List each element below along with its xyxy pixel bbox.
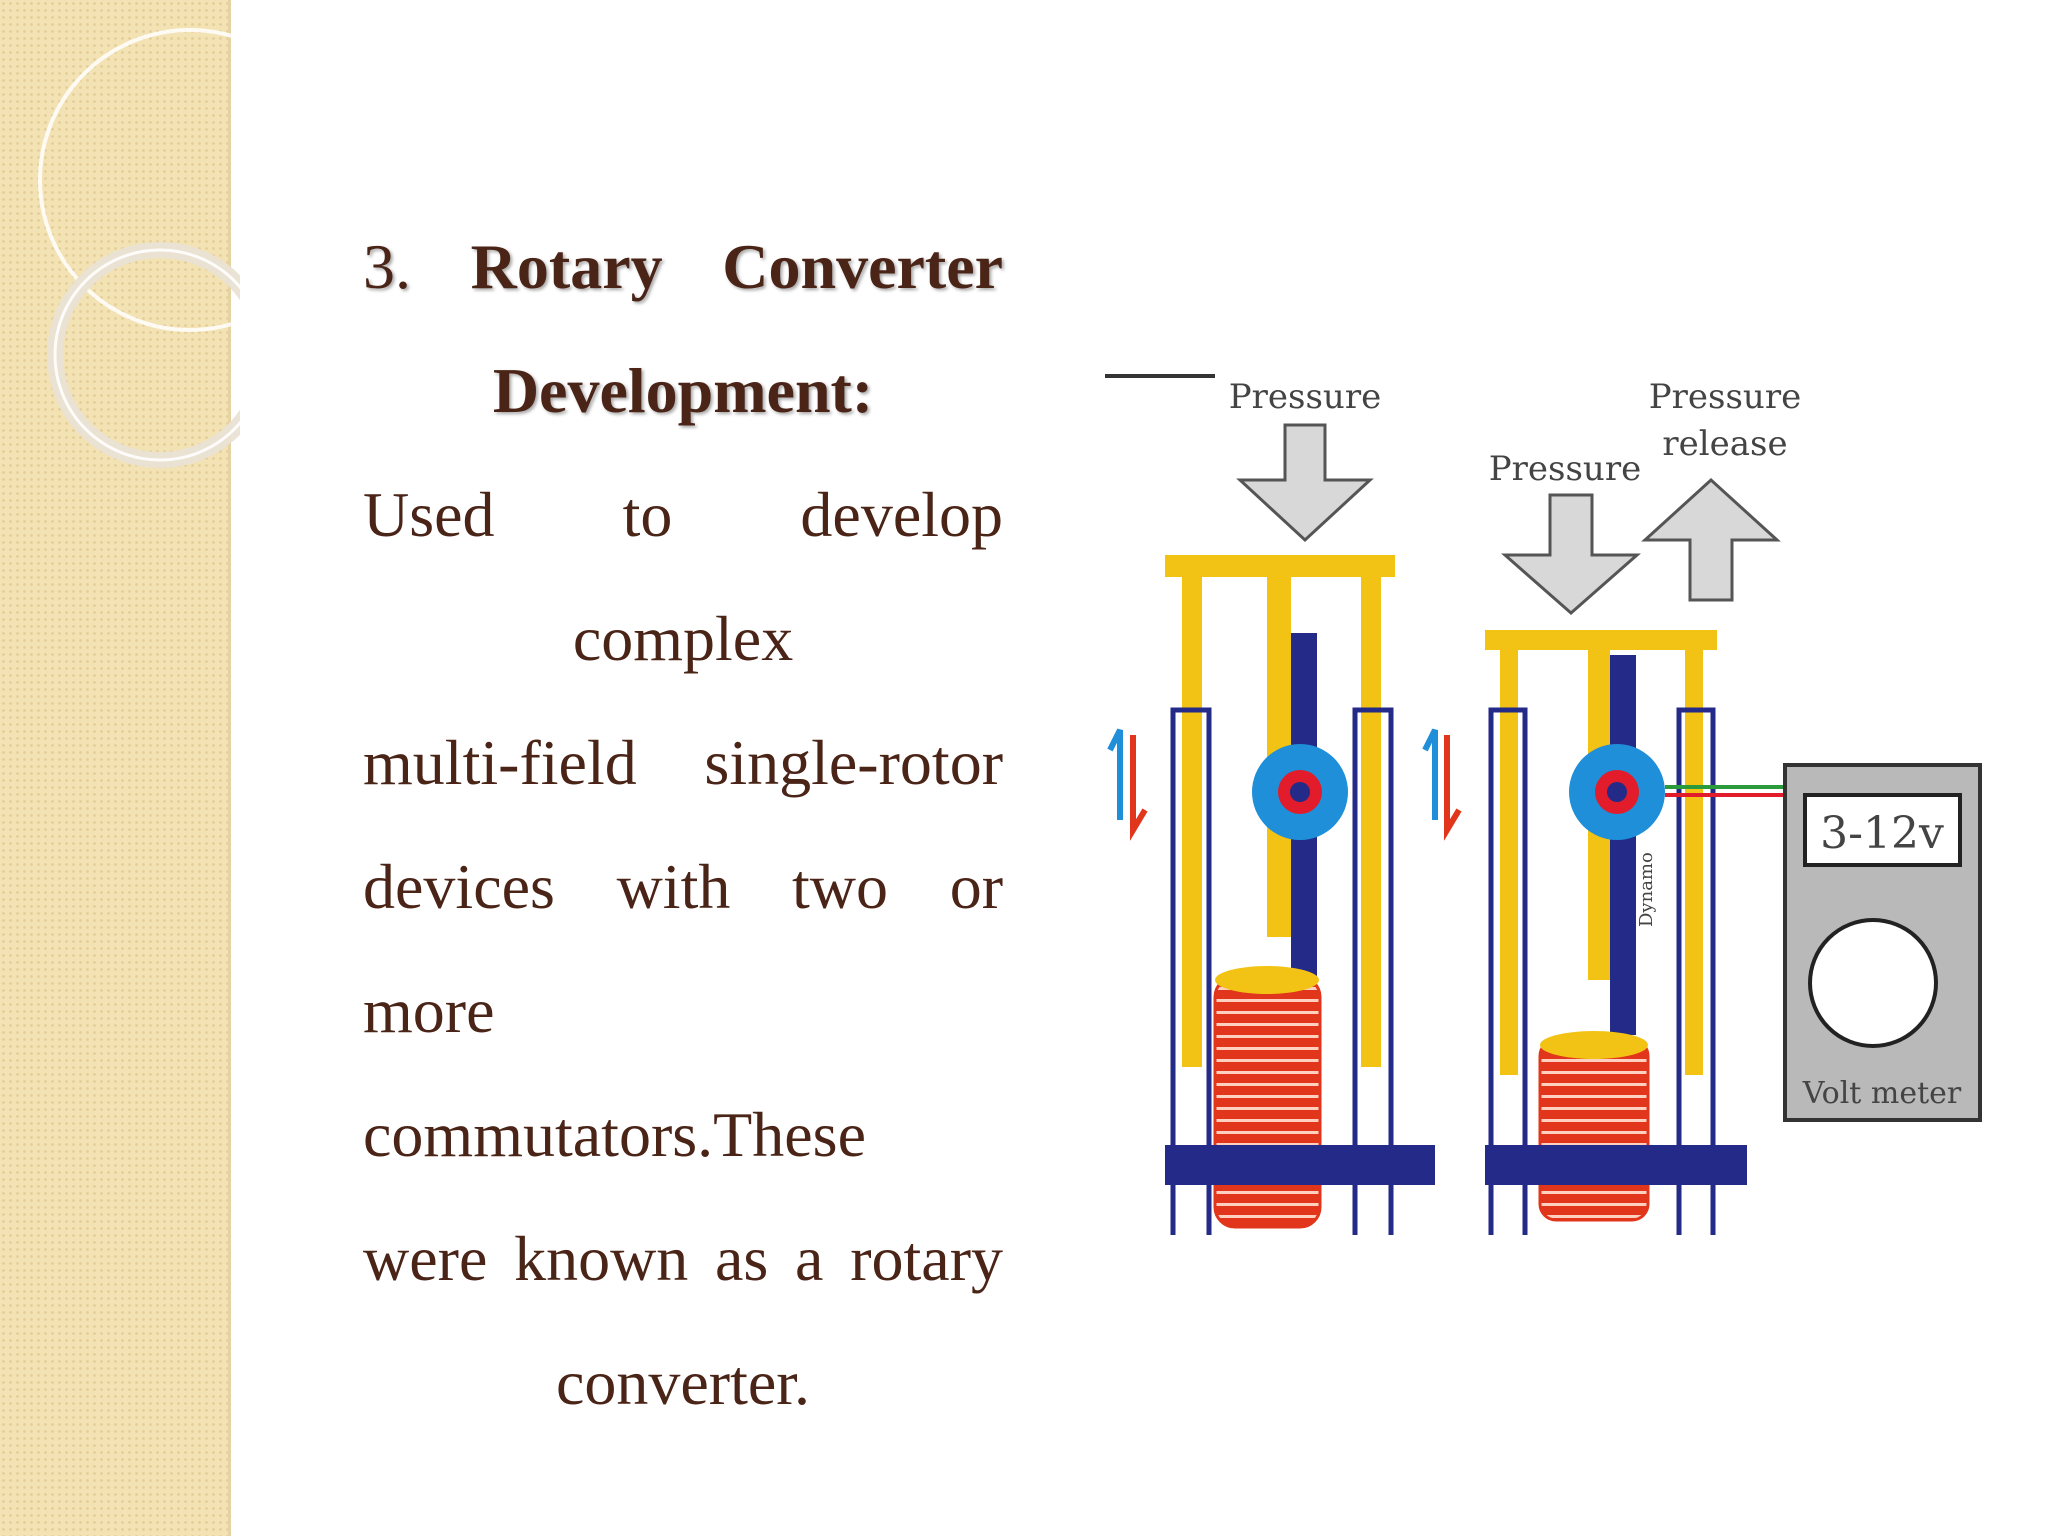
decorative-rings [38, 28, 240, 468]
body-line-7: were known as a rotary [363, 1223, 1003, 1294]
dynamo-label: Dynamo [1636, 852, 1657, 927]
pressure-release-label-line2: release [1662, 424, 1787, 464]
pressure-release-up-arrow [1641, 477, 1781, 602]
title-word-rotary: Rotary [470, 231, 663, 302]
body-line-1: Used to develop [363, 479, 1003, 550]
meter-dial [1808, 918, 1938, 1048]
body-line-3: multi-field single-rotor [363, 727, 1003, 798]
pressure-down-arrow-left [1236, 423, 1374, 543]
title-word-converter: Converter [722, 231, 1003, 302]
pressure-label-left: Pressure [1229, 377, 1381, 417]
title-development: Development: [492, 355, 874, 426]
pressure-release-label-line1: Pressure [1649, 377, 1801, 417]
rotary-converter-diagram: Dynamo 3-12v Volt meter Pressure Pressur… [1105, 374, 1982, 1235]
body-line-4: devices with two or [363, 851, 1003, 922]
spring-coil-right [1538, 1038, 1650, 1222]
body-line-2: complex [572, 603, 794, 674]
volt-meter: 3-12v Volt meter [1783, 763, 1982, 1122]
body-line-6: commutators.These [363, 1099, 866, 1170]
sidebar-edge [228, 0, 231, 1536]
pressure-down-arrow-right [1501, 493, 1641, 615]
body-line-5: more [363, 975, 495, 1046]
figure-caption-fragment [1105, 374, 1215, 378]
slide-body: 3. Rotary Converter Development: Used to… [363, 205, 1003, 1445]
meter-reading: 3-12v [1820, 808, 1944, 859]
left-press-unit [1107, 423, 1435, 1235]
slide-title: 3. Rotary Converter [363, 205, 1003, 329]
pressure-label-right: Pressure [1489, 449, 1641, 489]
body-line-8: converter. [555, 1347, 811, 1418]
right-press-unit: Dynamo [1422, 477, 1785, 1235]
meter-label: Volt meter [1802, 1076, 1962, 1111]
spring-coil-left [1213, 975, 1322, 1229]
title-number: 3. [363, 231, 411, 302]
